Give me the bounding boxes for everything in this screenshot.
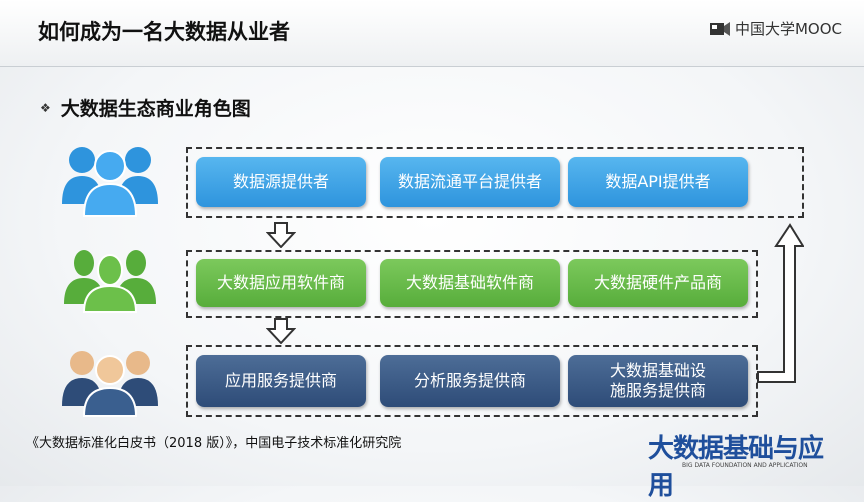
mooc-logo: 中国大学MOOC bbox=[709, 18, 842, 39]
people-group-icon-navy bbox=[62, 351, 158, 417]
down-arrow-icon bbox=[266, 318, 296, 344]
course-brand-logo: 大数据基础与应用 BIG DATA FOUNDATION AND APPLICA… bbox=[648, 428, 832, 501]
feedback-up-arrow-icon bbox=[757, 223, 804, 383]
brand-sub-text: BIG DATA FOUNDATION AND APPLICATION bbox=[682, 462, 808, 469]
row-band-software-vendors bbox=[186, 250, 758, 318]
mooc-logo-text: 中国大学MOOC bbox=[734, 20, 842, 38]
header-bar: 如何成为一名大数据从业者 中国大学MOOC bbox=[0, 0, 864, 67]
role-box: 数据流通平台提供者 bbox=[380, 157, 560, 207]
role-box: 大数据硬件产品商 bbox=[568, 259, 748, 307]
subheading-text: 大数据生态商业角色图 bbox=[60, 98, 251, 120]
bullet-icon: ❖ bbox=[40, 100, 51, 115]
role-box: 大数据应用软件商 bbox=[196, 259, 366, 307]
role-box: 大数据基础软件商 bbox=[380, 259, 560, 307]
people-group-icon-blue bbox=[62, 147, 158, 217]
subheading: ❖ 大数据生态商业角色图 bbox=[40, 94, 251, 121]
down-arrow-icon bbox=[266, 222, 296, 248]
citation: 《大数据标准化白皮书（2018 版）》，中国电子技术标准化研究院 bbox=[26, 436, 402, 451]
role-box: 应用服务提供商 bbox=[196, 355, 366, 407]
people-group-icon-green bbox=[64, 250, 156, 313]
mooc-logo-icon bbox=[709, 21, 730, 36]
role-box: 大数据基础设施服务提供商 bbox=[568, 355, 748, 407]
role-box: 数据API提供者 bbox=[568, 157, 748, 207]
role-box: 分析服务提供商 bbox=[380, 355, 560, 407]
page-title: 如何成为一名大数据从业者 bbox=[38, 20, 290, 44]
row-band-data-providers bbox=[186, 147, 804, 218]
role-box: 数据源提供者 bbox=[196, 157, 366, 207]
